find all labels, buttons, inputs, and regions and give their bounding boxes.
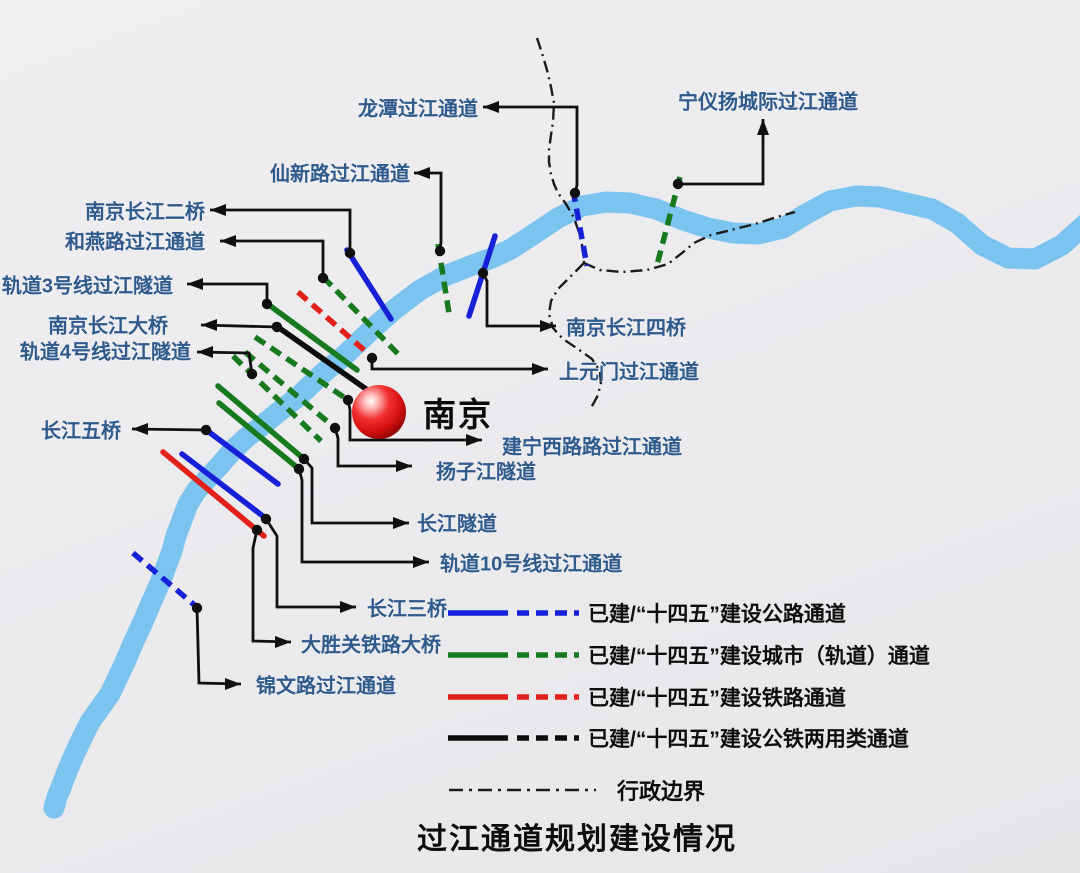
leader-dot-siqiao [477, 267, 489, 279]
leader-dot-shangyuanmen [366, 352, 378, 364]
city-marker-layer [352, 385, 406, 439]
leader-arrow-ningyiyang-icon [757, 119, 769, 135]
leader-sanqiao [264, 518, 356, 609]
leader-dot-yangzijiang [329, 422, 341, 434]
leader-dot-wuqiao [200, 424, 212, 436]
leader-dot-jianningxilu [342, 394, 354, 406]
leader-arrow-heyan-icon [220, 235, 236, 247]
leader-arrow-sanqiao-icon [340, 601, 356, 613]
leader-jinwenlu [195, 607, 242, 686]
leader-dot-heyan [317, 272, 329, 284]
admin-boundary-1 [583, 210, 796, 274]
leader-dot-xianxin [434, 245, 446, 257]
leader-arrow-daqiao-icon [201, 319, 217, 331]
leader-arrow-shangyuanmen-icon [532, 363, 548, 375]
leader-arrow-yangzijiang-icon [396, 460, 412, 472]
crossing-line-rail10 [216, 400, 302, 472]
leader-rail3 [187, 282, 269, 304]
crossing-line-shangyuanmen [296, 289, 374, 360]
leader-dot-rail4 [246, 368, 258, 380]
leader-dot-daqiao [271, 321, 283, 333]
crossing-line-rail4 [231, 354, 323, 443]
crossing-line-wuqiao [202, 426, 281, 487]
crossing-line-rail3 [262, 299, 360, 373]
leader-dot-rail10 [293, 463, 305, 475]
leader-arrow-xianxin-icon [414, 167, 430, 179]
boundary-layer [535, 37, 796, 409]
leader-ningyiyang [678, 119, 765, 186]
leader-dot-ningyiyang [672, 178, 684, 190]
crossing-line-erqiao [344, 247, 394, 322]
leader-arrow-siqiao-icon [540, 320, 556, 332]
crossing-line-daqiao [272, 322, 369, 392]
city-sphere-marker [352, 385, 406, 439]
leader-lines-layer [131, 101, 769, 690]
leader-dot-longtan [569, 187, 581, 199]
leader-arrow-erqiao-icon [210, 204, 226, 216]
crossing-line-dashengguan [160, 449, 267, 539]
leader-dashengguan [251, 529, 292, 644]
leader-heyan [220, 239, 325, 278]
leader-rail4 [196, 350, 254, 375]
leader-arrow-rail4-icon [197, 346, 213, 358]
admin-boundary-2 [547, 262, 603, 409]
crossing-line-ningyiyang [654, 176, 683, 266]
leader-arrow-changjiang_tunnel-icon [393, 517, 409, 529]
yangtze-river [43, 185, 1080, 819]
crossing-lines-layer [131, 176, 683, 611]
admin-boundary-0 [535, 37, 586, 264]
leader-dot-dashengguan [251, 524, 263, 536]
crossing-line-jinwenlu [131, 550, 200, 611]
leader-yangzijiang [333, 427, 412, 468]
crossing-line-longtan [570, 189, 590, 267]
leader-dot-erqiao [344, 247, 356, 259]
leader-siqiao [481, 272, 556, 328]
leader-arrow-rail10-icon [413, 556, 429, 568]
crossing-line-sanqiao [179, 451, 271, 523]
leader-rail10 [297, 468, 429, 564]
crossing-line-changjiang_tunnel [215, 383, 307, 462]
leader-arrow-jinwenlu-icon [225, 678, 241, 690]
leader-arrow-rail3-icon [187, 278, 203, 290]
map-title: 过江通道规划建设情况 [417, 823, 737, 856]
leader-dot-sanqiao [260, 513, 272, 525]
leader-longtan [483, 105, 579, 194]
leader-arrow-wuqiao-icon [132, 423, 148, 435]
leader-xianxin [414, 171, 443, 252]
leader-erqiao [210, 208, 352, 253]
leader-arrow-jianningxilu-icon [466, 434, 482, 446]
leader-shangyuanmen [370, 358, 548, 371]
leader-arrow-longtan-icon [483, 101, 499, 113]
crossing-line-yangzijiang [243, 349, 337, 431]
leader-dot-rail3 [261, 298, 273, 310]
leader-dot-changjiang_tunnel [298, 453, 310, 465]
river-layer [43, 185, 1080, 819]
leader-dot-jinwenlu [191, 602, 203, 614]
leader-changjiang_tunnel [302, 458, 409, 525]
leader-arrow-dashengguan-icon [275, 636, 291, 648]
